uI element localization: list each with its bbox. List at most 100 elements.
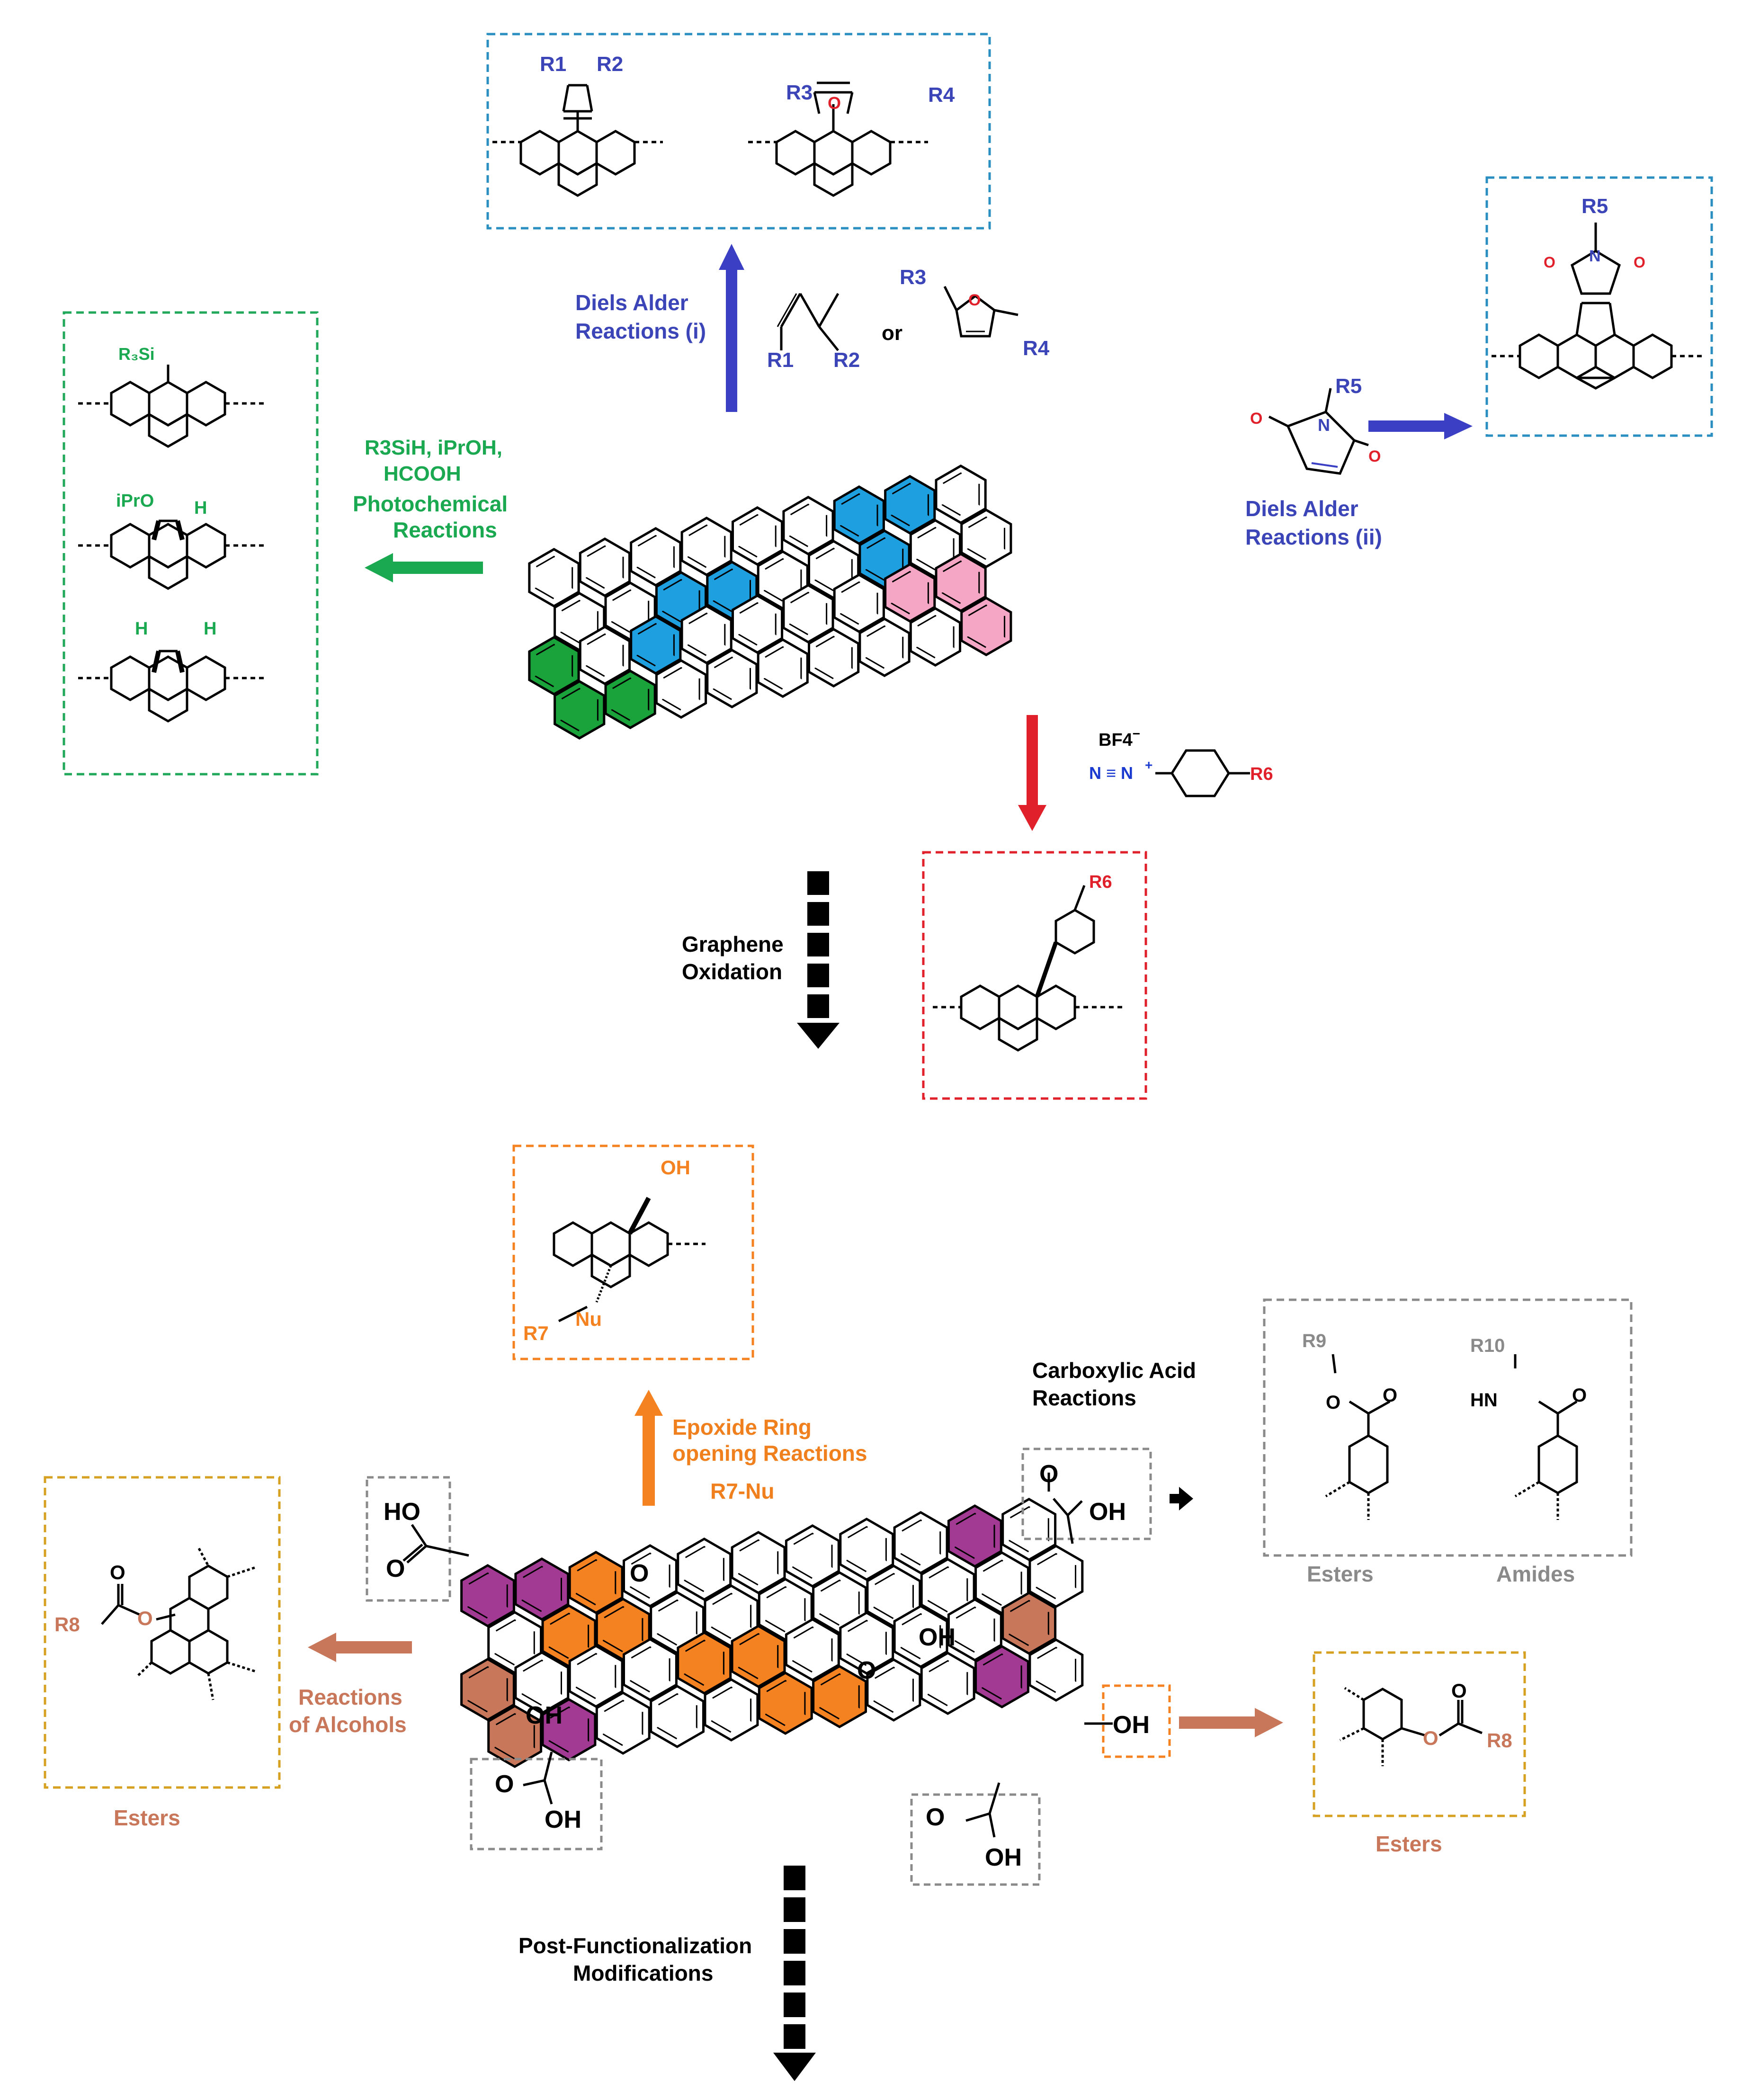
alcohols-label: Reactions of Alcohols [289,1685,409,1737]
hex-inner-bond [840,581,878,626]
furan-r3-label: R3 [900,266,926,289]
hex-inner-bond [967,516,1005,561]
ester-left-o2: O [137,1607,153,1629]
ester-left-o1: O [110,1561,125,1583]
hex-inner-bond [846,1619,887,1667]
diels-alder-i-arrow [719,244,744,412]
hex-inner-bond [765,1680,806,1727]
box-r4-label: R4 [928,83,955,107]
hex-inner-bond [711,1686,752,1734]
diels-alder-ii-product-box: R5 N O O [1485,176,1713,437]
furan-r4-label: R4 [1023,337,1050,360]
hex-inner-bond [684,1546,724,1593]
box-r3-label: R3 [786,81,813,104]
hex-inner-bond [662,667,700,711]
hex-inner-bond [967,604,1005,649]
ipro-label: iPrO [116,491,154,511]
maleimide-structure [1268,388,1369,475]
hex-inner-bond [891,571,929,615]
graphene-oxidation-label: Graphene Oxidation [682,932,790,984]
box-r6-label: R6 [1089,872,1112,892]
go-o-tr: O [1039,1460,1058,1488]
r7nu-label: R7-Nu [710,1479,774,1503]
go-o-tl: O [386,1555,405,1582]
hex-inner-bond [765,1586,806,1633]
hex-inner-bond [688,612,726,657]
photochemical-label: Photochemical Reactions [353,491,514,542]
hex-inner-bond [941,472,980,517]
hex-inner-bond [630,1552,670,1600]
box-r5-label: R5 [1581,195,1608,218]
hex-inner-bond [560,688,599,732]
hex-inner-bond [738,1539,779,1586]
ester-right-r8: R8 [1487,1729,1512,1751]
maleimide-o2-label: O [1368,447,1381,465]
ester-right-o2: O [1423,1727,1438,1749]
graphene-oxide-sheet [460,1498,1084,1768]
hex-inner-bond [636,623,675,667]
hex-inner-bond [764,646,802,690]
hex-inner-bond [657,1693,697,1740]
hex-inner-bond [846,1526,887,1573]
go-oh-br: OH [985,1844,1022,1871]
h1-label: H [194,498,207,518]
maleimide-r5-label: R5 [1335,375,1362,398]
ester-right-o1: O [1451,1680,1467,1702]
alcohol-ester-left-box: O O R8 [44,1476,281,1789]
hex-inner-bond [928,1566,968,1613]
photochemical-arrow [365,553,483,582]
diazonium-phenyl [1155,749,1250,797]
esters-label-right: Esters [1376,1832,1442,1856]
hex-inner-bond [916,615,955,659]
hex-inner-bond [789,591,828,636]
r9-label: R9 [1302,1331,1326,1351]
go-oh-mid: OH [919,1624,956,1651]
go-oh-tr: OH [1089,1498,1126,1526]
hex-inner-bond [603,1699,643,1747]
hex-inner-bond [636,535,675,579]
hex-inner-bond [891,483,929,527]
post-functionalization-arrow [773,1866,816,2081]
amides-label: Amides [1496,1562,1575,1586]
go-cooh-box-br: O OH [910,1782,1041,1886]
hex-inner-bond [1036,1553,1076,1600]
hex-inner-bond [494,1713,535,1760]
hex-inner-bond [873,1573,914,1620]
alcohol-ester-right-box: O O R8 [1313,1651,1526,1817]
hex-inner-bond [941,560,980,605]
hex-inner-bond [467,1666,508,1713]
hex-inner-bond [521,1565,562,1613]
hex-inner-bond [713,656,751,701]
go-oh-left: OH [526,1702,563,1729]
carboxylic-product-box: R9 O O R10 HN O [1263,1298,1633,1557]
bf4-label: BF4− [1099,726,1140,750]
epoxide-label: Epoxide Ring opening Reactions [672,1415,867,1466]
ester-left-r8: R8 [54,1613,80,1635]
diazonium-arrow [1018,715,1046,831]
post-functionalization-label: Post-Functionalization Modifications [518,1933,758,1985]
hex-inner-bond [711,1592,752,1640]
diels-alder-i-product-box: R1 R2 O R3 R4 [486,33,991,230]
hex-inner-bond [873,1666,914,1714]
esters-label-carboxylic: Esters [1307,1562,1374,1586]
hex-inner-bond [576,1653,616,1700]
box-o2-label: O [1634,254,1645,271]
diels-alder-ii-label: Diels Alder Reactions (ii) [1245,496,1382,549]
alcohols-right-arrow [1179,1708,1283,1737]
go-oh-right: OH [1113,1711,1150,1739]
hex-inner-bond [611,677,650,722]
diels-alder-ii-arrow [1368,413,1473,439]
diene-structure [777,293,840,351]
alcohols-left-arrow [308,1633,412,1662]
photochemical-reagents-label: R3SiH, iPrOH, HCOOH [365,436,508,485]
hex-inner-bond [814,635,853,680]
diels-alder-i-label: Diels Alder Reactions (i) [575,290,706,343]
go-cooh-box-tl: HO O [366,1476,469,1602]
hex-inner-bond [603,1606,643,1653]
hn-label: HN [1470,1390,1498,1411]
box-o-label: O [828,93,841,113]
n-plus-label: + [1145,758,1152,772]
hex-inner-bond [535,555,573,600]
go-epoxide-o2: O [857,1657,876,1684]
